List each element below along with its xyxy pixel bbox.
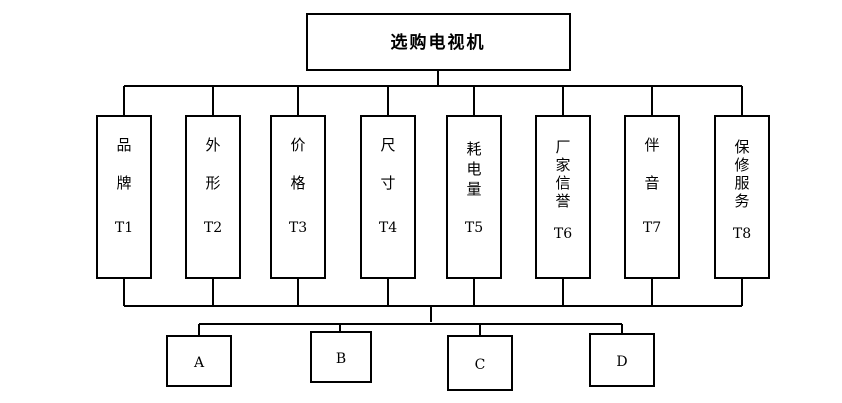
alternative-node: B (310, 331, 372, 383)
criterion-code: T2 (204, 220, 222, 236)
criterion-label-char: 寸 (380, 174, 395, 192)
criterion-label-char: 量 (466, 180, 481, 198)
criterion-node: 尺寸 T4 (360, 115, 416, 279)
criterion-code: T6 (554, 226, 572, 242)
criterion-label-char: 厂 (555, 138, 570, 156)
alternative-box (589, 333, 655, 387)
criterion-code: T8 (733, 226, 751, 242)
criterion-label-char: 伴 (644, 136, 659, 154)
criterion-code: T7 (643, 220, 661, 236)
criterion-label-char: 服 (734, 174, 749, 192)
criterion-label-char: 务 (734, 192, 749, 210)
criterion-label-char: 保 (734, 138, 749, 156)
connector-lines (123, 70, 743, 336)
criterion-label-char: 家 (555, 156, 570, 174)
criterion-node: 伴音 T7 (624, 115, 680, 279)
alternative-label: C (475, 357, 486, 373)
criterion-box (360, 115, 416, 279)
criterion-label-char: 修 (734, 156, 749, 174)
criterion-label-char: 价 (290, 136, 305, 154)
criterion-code: T5 (465, 220, 483, 236)
alternative-label: B (336, 351, 346, 367)
alternative-node: C (447, 335, 513, 391)
criterion-label-char: 电 (466, 160, 481, 178)
alternative-box (447, 335, 513, 391)
goal-label: 选购电视机 (391, 32, 486, 53)
criterion-label-char: 牌 (116, 174, 131, 192)
criterion-box (185, 115, 241, 279)
criterion-box (270, 115, 326, 279)
criterion-box (96, 115, 152, 279)
criterion-code: T3 (289, 220, 307, 236)
criterion-box (714, 115, 770, 279)
goal-box (306, 13, 571, 71)
alternatives-row: A B C D (166, 331, 655, 391)
criterion-code: T4 (379, 220, 397, 236)
criterion-label-char: 誉 (555, 192, 570, 210)
criterion-label-char: 尺 (380, 136, 395, 154)
criterion-label-char: 格 (290, 174, 305, 192)
criterion-node: 耗电量 T5 (446, 115, 502, 279)
alternative-label: D (616, 354, 627, 370)
criterion-box (446, 115, 502, 279)
alternative-label: A (193, 355, 205, 371)
criterion-code: T1 (115, 220, 133, 236)
criterion-node: 品牌 T1 (96, 115, 152, 279)
alternative-box (310, 331, 372, 383)
criterion-label-char: 耗 (466, 140, 481, 158)
criterion-label-char: 外 (205, 136, 220, 154)
criterion-box (624, 115, 680, 279)
alternative-node: A (166, 335, 232, 387)
criterion-label-char: 信 (555, 174, 570, 192)
criterion-box (535, 115, 591, 279)
alternative-node: D (589, 333, 655, 387)
alternative-box (166, 335, 232, 387)
criterion-label-char: 音 (644, 174, 659, 192)
goal-node: 选购电视机 (306, 13, 571, 71)
criterion-node: 价格 T3 (270, 115, 326, 279)
criterion-node: 外形 T2 (185, 115, 241, 279)
criterion-label-char: 形 (205, 174, 220, 192)
criterion-label-char: 品 (116, 136, 131, 154)
